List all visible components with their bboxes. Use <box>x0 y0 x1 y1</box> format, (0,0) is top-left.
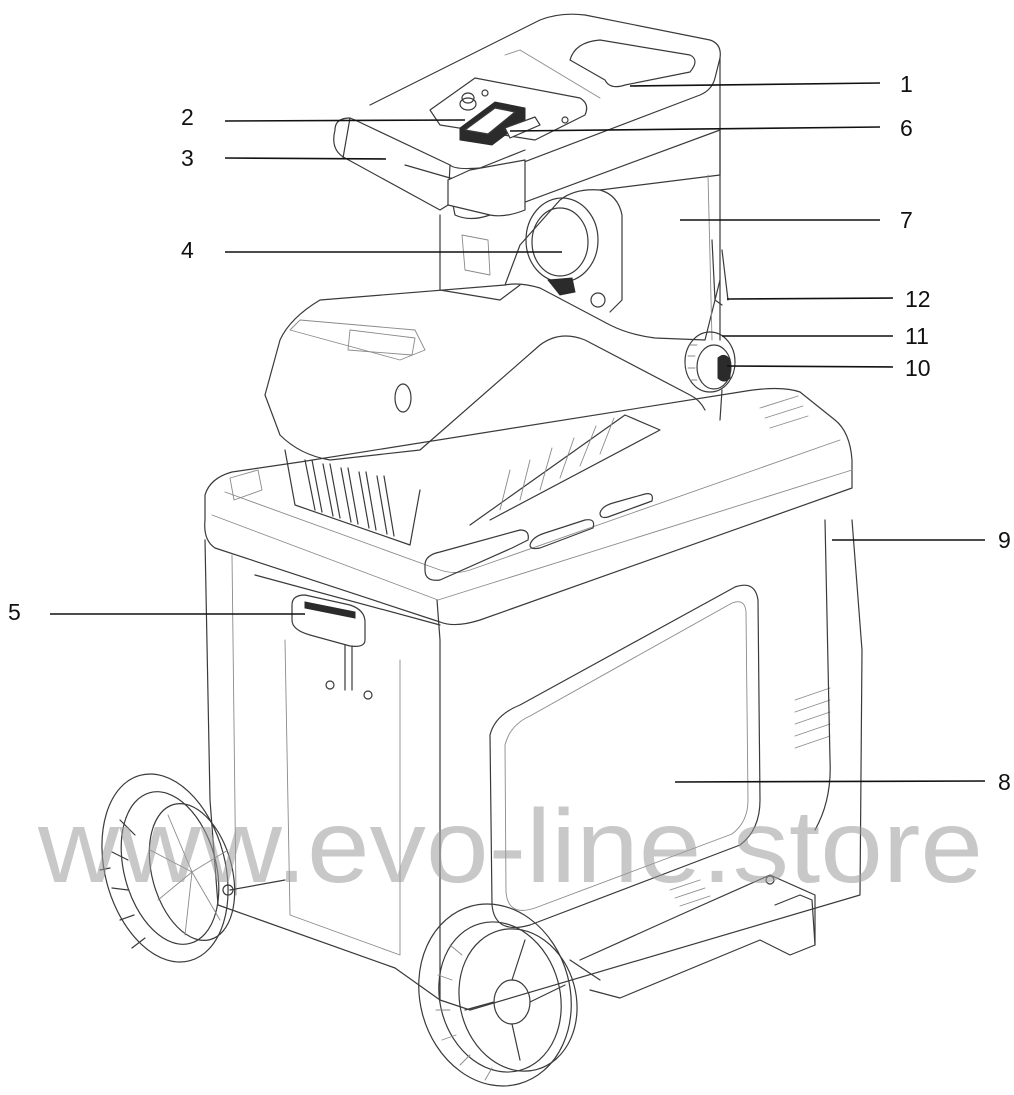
callout-number-2: 2 <box>181 104 194 130</box>
callout-number-6: 6 <box>900 115 913 141</box>
side-vents <box>794 687 831 749</box>
top-cover <box>369 13 721 220</box>
front-grip <box>254 574 441 700</box>
collection-box <box>204 519 863 1011</box>
hopper-grille <box>469 414 661 526</box>
callout-number-4: 4 <box>181 237 194 263</box>
top-tray <box>204 387 853 626</box>
callout-number-12: 12 <box>905 286 931 312</box>
motor-housing <box>264 279 721 546</box>
callout-number-8: 8 <box>998 769 1011 795</box>
motor-cap <box>439 197 599 301</box>
leader-8 <box>674 780 986 783</box>
adjustment-knob <box>684 239 736 421</box>
motor-fins <box>304 459 395 537</box>
wheel-right <box>418 903 601 1087</box>
callout-numbers: 1 2 3 4 5 6 7 8 9 10 11 12 <box>8 71 1011 795</box>
leader-1 <box>629 82 881 87</box>
upper-hopper <box>504 129 721 341</box>
wheel-left <box>99 773 286 963</box>
callout-number-7: 7 <box>900 207 913 233</box>
watermark-text: www.evo-line.store <box>37 789 983 905</box>
callout-number-9: 9 <box>998 527 1011 553</box>
callout-number-10: 10 <box>905 355 931 381</box>
leader-6 <box>509 126 881 132</box>
leader-12 <box>726 297 894 300</box>
callout-number-5: 5 <box>8 599 21 625</box>
callout-number-3: 3 <box>181 145 194 171</box>
leader-2 <box>224 119 466 122</box>
callout-number-11: 11 <box>905 323 929 349</box>
callout-number-1: 1 <box>900 71 913 97</box>
base-foot <box>579 874 816 999</box>
handle <box>333 117 526 217</box>
leader-3 <box>224 157 387 160</box>
leader-10 <box>726 365 894 368</box>
callout-leaders <box>50 82 986 783</box>
